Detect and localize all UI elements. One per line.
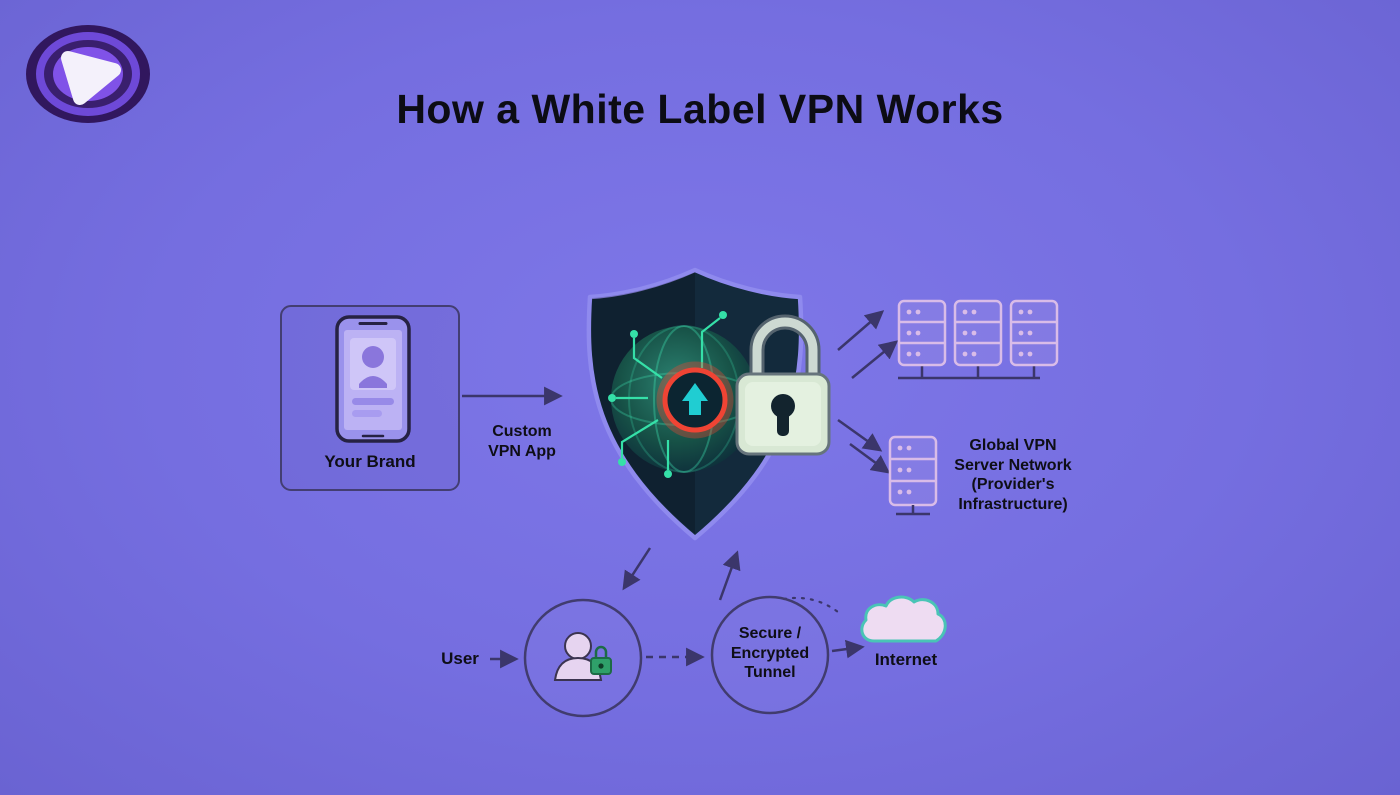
user-padlock-icon xyxy=(590,645,612,675)
cloud-icon xyxy=(860,595,947,643)
arrows-to-server-network xyxy=(837,310,1040,474)
padlock-icon xyxy=(735,314,831,456)
custom-vpn-app-label: Custom VPN App xyxy=(488,423,556,460)
vpn-ring-icon xyxy=(656,361,734,439)
page-title: How a White Label VPN Works xyxy=(396,86,1004,132)
global-network-label: Global VPN Server Network (Provider's In… xyxy=(954,437,1072,513)
circuit-traces xyxy=(608,311,727,478)
user-label: User xyxy=(441,649,479,668)
server-rack-icon xyxy=(897,299,947,367)
arrow-tunnel-to-internet xyxy=(831,639,865,659)
brand-logo xyxy=(26,25,150,123)
server-rack-icon xyxy=(1009,299,1059,367)
your-brand-label: Your Brand xyxy=(324,452,416,471)
dotted-arc-tunnel-to-cloud xyxy=(782,596,840,614)
user-icon xyxy=(553,632,603,681)
server-rack-icon xyxy=(953,299,1003,367)
server-icon xyxy=(888,435,938,516)
internet-label: Internet xyxy=(874,650,938,669)
user-node xyxy=(523,598,643,718)
up-arrow-icon xyxy=(682,383,708,415)
arrow-tunnel-to-shield xyxy=(718,550,741,601)
arrow-shield-to-user xyxy=(622,547,652,591)
tunnel-node xyxy=(710,595,830,715)
phone-icon xyxy=(335,315,411,443)
tunnel-label: Secure / Encrypted Tunnel xyxy=(730,625,810,682)
